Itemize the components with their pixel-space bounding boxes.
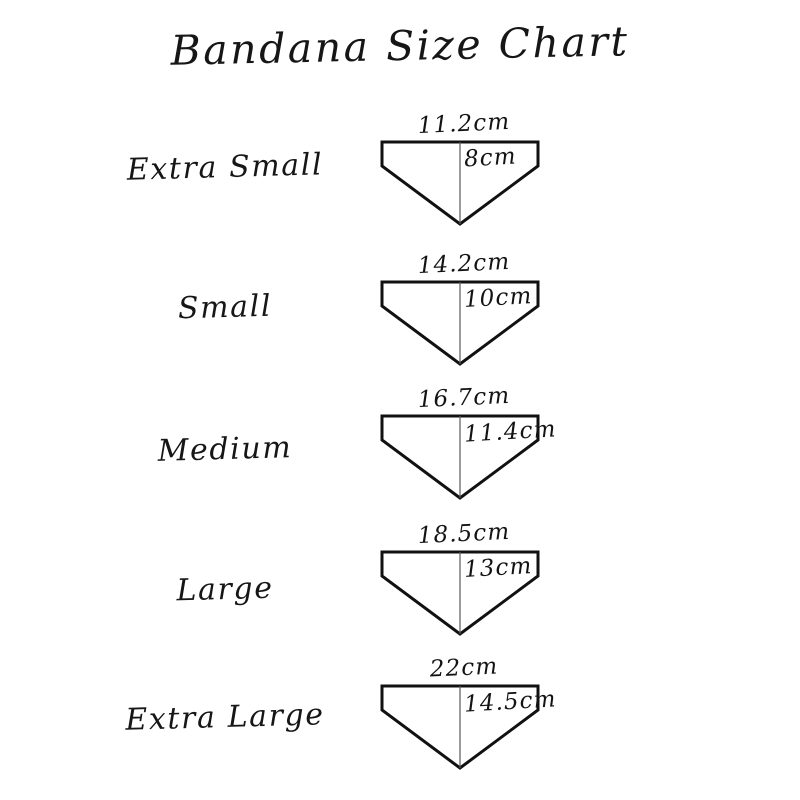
size-name-label: Medium <box>157 430 293 469</box>
size-name-label: Large <box>175 570 275 609</box>
page-title: Bandana Size Chart <box>170 17 630 75</box>
bandana-shape <box>380 414 540 500</box>
height-measurement-label: 10cm <box>463 282 534 314</box>
bandana-shape <box>380 684 540 770</box>
size-name-label: Extra Large <box>124 697 326 738</box>
size-name-label: Extra Small <box>126 147 324 188</box>
bandana-shape <box>380 550 540 636</box>
height-measurement-label: 11.4cm <box>463 416 558 448</box>
size-name-label: Small <box>177 288 273 327</box>
bandana-shape <box>380 280 540 366</box>
height-measurement-label: 8cm <box>463 143 518 173</box>
height-measurement-label: 14.5cm <box>463 686 558 718</box>
bandana-shape <box>380 140 540 226</box>
height-measurement-label: 13cm <box>463 552 534 584</box>
